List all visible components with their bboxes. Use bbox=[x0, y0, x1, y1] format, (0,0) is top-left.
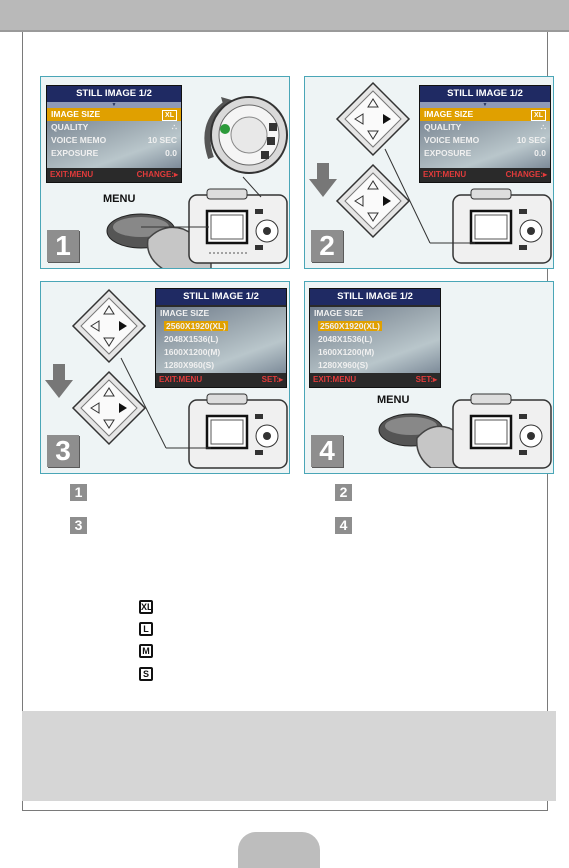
lcd-size-option-l: 2048X1536(L) bbox=[318, 334, 373, 344]
lcd-body: IMAGE SIZE XL QUALITY ∴ VOICE MEMO 10 SE… bbox=[47, 108, 181, 168]
step-3-panel: STILL IMAGE 1/2 IMAGE SIZE 2560X1920(XL)… bbox=[40, 281, 290, 474]
camera-back-icon bbox=[188, 393, 288, 469]
lcd-size-option-m: 1600X1200(M) bbox=[164, 347, 221, 357]
lcd-body: IMAGE SIZE 2560X1920(XL) 2048X1536(L) 16… bbox=[156, 307, 286, 373]
step-badge: 1 bbox=[47, 230, 79, 262]
menu-label: MENU bbox=[103, 193, 136, 205]
size-s-icon: S bbox=[139, 667, 153, 681]
step-badge: 2 bbox=[311, 230, 343, 262]
lcd-title: STILL IMAGE 1/2 bbox=[310, 289, 440, 305]
lcd-set-label: SET:▸ bbox=[261, 375, 283, 384]
lcd-menu-screen: STILL IMAGE 1/2 ▼ IMAGE SIZE XL QUALITY … bbox=[419, 85, 551, 183]
lcd-item-label: QUALITY bbox=[424, 122, 462, 132]
camera-back-icon bbox=[452, 188, 552, 264]
lcd-size-option-xl: 2560X1920(XL) bbox=[156, 320, 286, 333]
lcd-size-option-s: 1280X960(S) bbox=[164, 360, 215, 370]
down-arrow-icon bbox=[309, 163, 337, 197]
page-number-tab bbox=[238, 832, 320, 868]
step-badge: 3 bbox=[47, 435, 79, 467]
lcd-size-option-xl: 2560X1920(XL) bbox=[310, 320, 440, 333]
note-box bbox=[22, 711, 556, 801]
lcd-body: IMAGE SIZE 2560X1920(XL) 2048X1536(L) 16… bbox=[310, 307, 440, 373]
lcd-title: STILL IMAGE 1/2 bbox=[420, 86, 550, 102]
step-badge: 4 bbox=[311, 435, 343, 467]
legend-step-2: 2 bbox=[335, 484, 352, 501]
lcd-item-value: 0.0 bbox=[534, 148, 546, 158]
lcd-change-label: CHANGE:▸ bbox=[505, 170, 547, 179]
lcd-exit-label: EXIT:MENU bbox=[50, 170, 94, 179]
lcd-item-image-size: IMAGE SIZE XL bbox=[420, 108, 550, 121]
size-xl-icon: XL bbox=[139, 600, 153, 614]
size-m-icon: M bbox=[139, 644, 153, 658]
lcd-size-heading: IMAGE SIZE bbox=[160, 308, 210, 318]
lcd-size-option-s: 1280X960(S) bbox=[318, 360, 369, 370]
lcd-item-value: 10 SEC bbox=[516, 135, 546, 145]
lcd-item-label: QUALITY bbox=[51, 122, 89, 132]
lcd-footer: EXIT:MENU SET:▸ bbox=[310, 373, 440, 387]
xl-icon: XL bbox=[531, 110, 546, 121]
lcd-set-label: SET:▸ bbox=[415, 375, 437, 384]
lcd-item-value: 10 SEC bbox=[147, 135, 177, 145]
lcd-item-voice-memo: VOICE MEMO 10 SEC bbox=[47, 134, 181, 147]
lcd-item-value: 0.0 bbox=[165, 148, 177, 158]
step-2-panel: STILL IMAGE 1/2 ▼ IMAGE SIZE XL QUALITY … bbox=[304, 76, 554, 269]
lcd-item-voice-memo: VOICE MEMO 10 SEC bbox=[420, 134, 550, 147]
lcd-size-option-m: 1600X1200(M) bbox=[318, 347, 375, 357]
legend-step-3: 3 bbox=[70, 517, 87, 534]
lcd-item-label: VOICE MEMO bbox=[424, 135, 480, 145]
lcd-image-size-screen: STILL IMAGE 1/2 IMAGE SIZE 2560X1920(XL)… bbox=[155, 288, 287, 388]
lcd-item-label: VOICE MEMO bbox=[51, 135, 107, 145]
quality-icon: ∴ bbox=[171, 122, 177, 132]
lcd-subbar: ▼ bbox=[420, 102, 550, 108]
xl-icon: XL bbox=[162, 110, 177, 121]
lcd-size-option-l: 2048X1536(L) bbox=[164, 334, 219, 344]
camera-back-icon bbox=[188, 188, 288, 264]
lcd-footer: EXIT:MENU CHANGE:▸ bbox=[420, 168, 550, 182]
nav-pad-icon bbox=[335, 81, 411, 239]
down-arrow-icon bbox=[45, 364, 73, 398]
lcd-body: IMAGE SIZE XL QUALITY ∴ VOICE MEMO 10 SE… bbox=[420, 108, 550, 168]
lcd-item-exposure: EXPOSURE 0.0 bbox=[47, 147, 181, 160]
lcd-item-label: IMAGE SIZE bbox=[424, 109, 474, 119]
lcd-subbar: ▼ bbox=[47, 102, 181, 108]
lcd-footer: EXIT:MENU CHANGE:▸ bbox=[47, 168, 181, 182]
lcd-image-size-screen: STILL IMAGE 1/2 IMAGE SIZE 2560X1920(XL)… bbox=[309, 288, 441, 388]
lcd-item-label: IMAGE SIZE bbox=[51, 109, 101, 119]
lcd-item-exposure: EXPOSURE 0.0 bbox=[420, 147, 550, 160]
lcd-option-label: 2560X1920(XL) bbox=[164, 321, 229, 331]
lcd-item-label: EXPOSURE bbox=[424, 148, 472, 158]
step-4-panel: STILL IMAGE 1/2 IMAGE SIZE 2560X1920(XL)… bbox=[304, 281, 554, 474]
legend-step-4: 4 bbox=[335, 517, 352, 534]
callout-lines bbox=[120, 357, 211, 449]
lcd-footer: EXIT:MENU SET:▸ bbox=[156, 373, 286, 387]
lcd-change-label: CHANGE:▸ bbox=[136, 170, 178, 179]
legend-step-1: 1 bbox=[70, 484, 87, 501]
callout-lines bbox=[384, 148, 475, 244]
menu-label: MENU bbox=[377, 394, 410, 406]
lcd-option-label: 2560X1920(XL) bbox=[318, 321, 383, 331]
lcd-item-quality: QUALITY ∴ bbox=[420, 121, 550, 134]
lcd-item-quality: QUALITY ∴ bbox=[47, 121, 181, 134]
lcd-item-label: EXPOSURE bbox=[51, 148, 99, 158]
menu-button-icon[interactable] bbox=[375, 408, 475, 468]
step-1-panel: STILL IMAGE 1/2 ▼ IMAGE SIZE XL QUALITY … bbox=[40, 76, 290, 269]
lcd-title: STILL IMAGE 1/2 bbox=[156, 289, 286, 305]
lcd-exit-label: EXIT:MENU bbox=[159, 375, 203, 384]
nav-pad-icon bbox=[71, 288, 147, 446]
lcd-exit-label: EXIT:MENU bbox=[313, 375, 357, 384]
camera-back-icon bbox=[452, 393, 552, 469]
quality-icon: ∴ bbox=[540, 122, 546, 132]
lcd-exit-label: EXIT:MENU bbox=[423, 170, 467, 179]
mode-dial-icon bbox=[204, 96, 288, 174]
lcd-title: STILL IMAGE 1/2 bbox=[47, 86, 181, 102]
lcd-item-image-size: IMAGE SIZE XL bbox=[47, 108, 181, 121]
lcd-menu-screen: STILL IMAGE 1/2 ▼ IMAGE SIZE XL QUALITY … bbox=[46, 85, 182, 183]
callout-lines bbox=[141, 176, 262, 228]
lcd-size-heading: IMAGE SIZE bbox=[314, 308, 364, 318]
size-l-icon: L bbox=[139, 622, 153, 636]
header-bar bbox=[0, 0, 569, 32]
